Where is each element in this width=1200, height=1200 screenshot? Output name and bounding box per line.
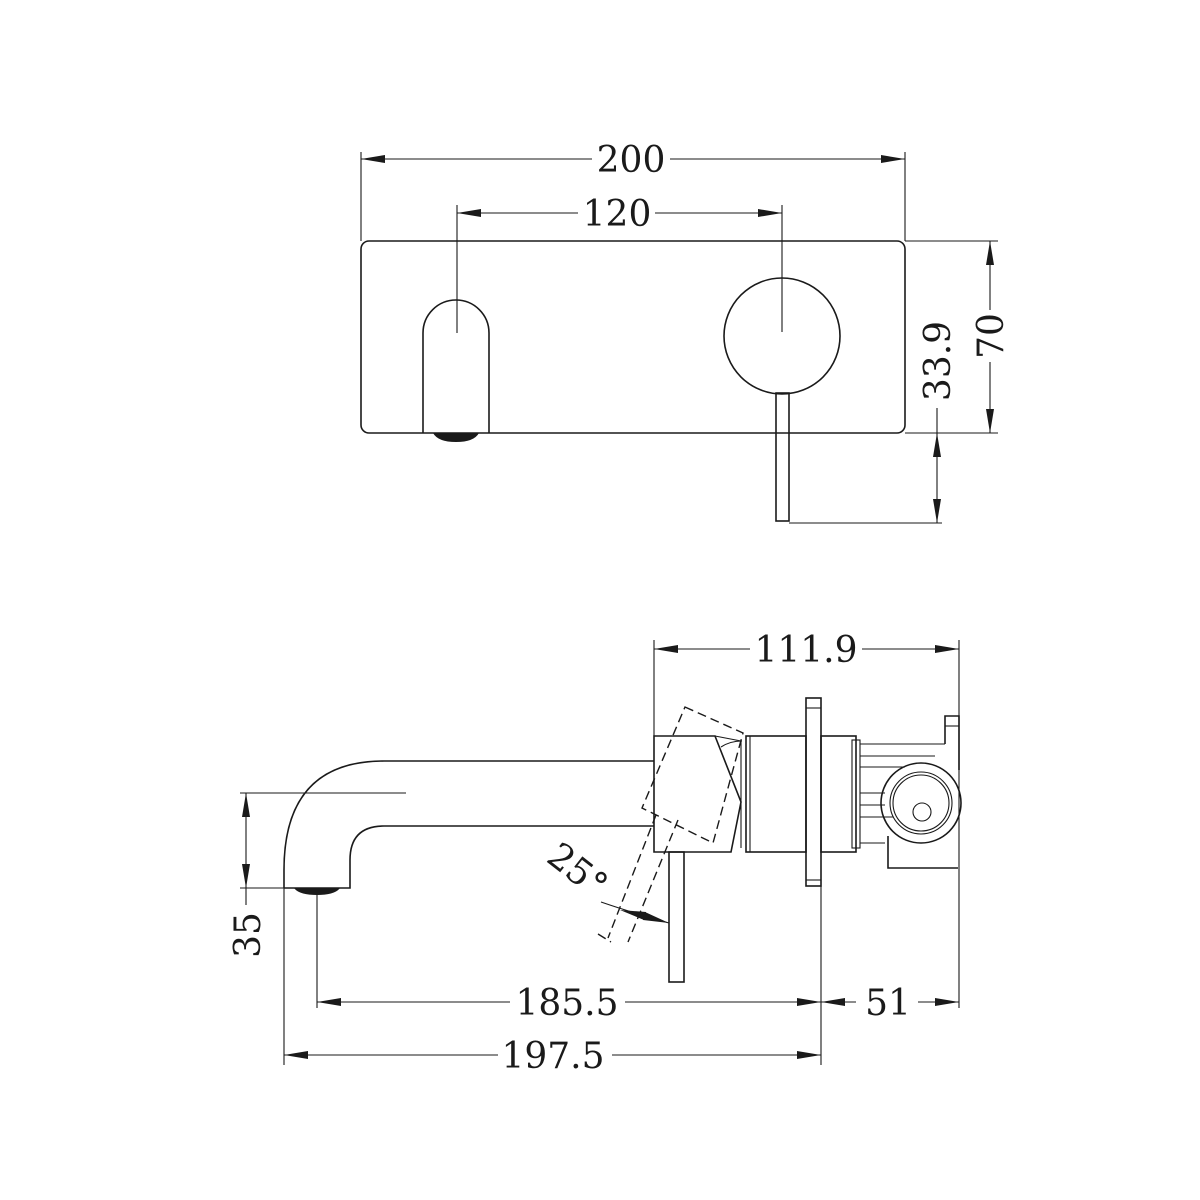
dim-spout-handle-centers: 120 <box>457 194 782 235</box>
handle-body <box>653 735 742 853</box>
dim-spout-height: 35 <box>228 793 269 958</box>
wall-flange <box>805 697 822 887</box>
spout-side <box>283 760 654 888</box>
dim-body-depth: 111.9 <box>654 630 959 671</box>
dim-label-25-deg: 25° <box>539 835 615 907</box>
dim-lever-drop: 33.9 <box>918 321 959 523</box>
spout-front <box>422 299 490 433</box>
wall-plate <box>360 240 906 434</box>
side-view: 111.9 35 25° 185.5 <box>228 630 962 1077</box>
handle-lever <box>775 392 790 522</box>
front-view: 200 120 70 33.9 <box>360 140 1012 524</box>
dim-overall-width: 200 <box>361 140 905 181</box>
dim-rough-in: 51 <box>821 983 959 1024</box>
spout-aerator <box>433 433 479 442</box>
dim-lever-angle: 25° <box>539 835 670 924</box>
dim-label-200: 200 <box>597 140 666 181</box>
handle-lever-side <box>668 851 685 983</box>
dim-spout-outlet: 185.5 <box>317 983 821 1024</box>
spout-aerator-side <box>294 888 340 895</box>
handle-rotated-dashed <box>641 706 744 845</box>
dim-label-70: 70 <box>971 313 1012 359</box>
dim-spout-total: 197.5 <box>284 1036 821 1077</box>
dim-plate-height: 70 <box>971 241 1012 433</box>
dim-label-120: 120 <box>583 194 652 235</box>
dim-label-35: 35 <box>228 912 269 958</box>
dim-label-185-5: 185.5 <box>515 983 618 1024</box>
mixer-cylinder <box>745 735 807 853</box>
dim-label-51: 51 <box>865 983 911 1024</box>
dim-label-111-9: 111.9 <box>754 630 857 671</box>
valve-port <box>880 762 962 844</box>
dim-label-197-5: 197.5 <box>501 1036 604 1077</box>
dim-label-33-9: 33.9 <box>918 321 959 401</box>
